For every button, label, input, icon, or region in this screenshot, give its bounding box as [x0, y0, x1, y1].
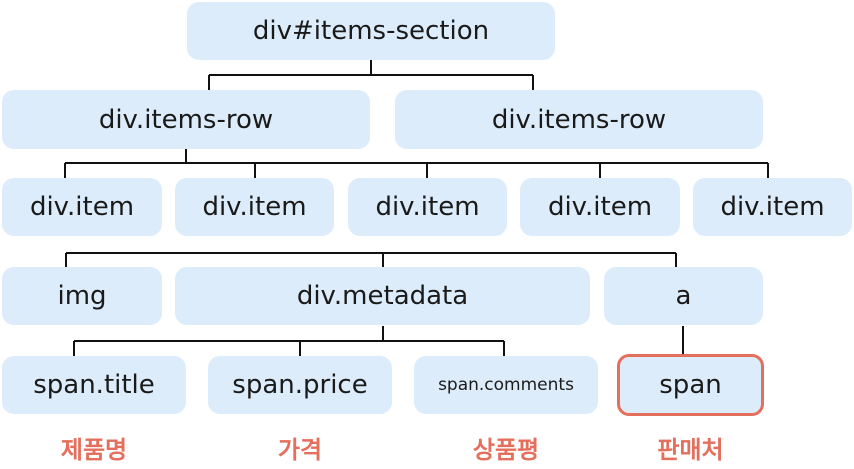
caption-title: 제품명	[60, 436, 128, 464]
node-span-title: span.title	[2, 356, 186, 414]
node-span-highlighted: span	[617, 354, 764, 416]
node-img: img	[2, 267, 162, 325]
node-items-section: div#items-section	[187, 2, 555, 60]
node-span-price: span.price	[208, 356, 392, 414]
node-item-2: div.item	[175, 178, 334, 236]
caption-seller: 판매처	[657, 436, 724, 464]
node-items-row-2: div.items-row	[395, 90, 763, 149]
node-item-5: div.item	[693, 178, 852, 236]
caption-comments: 상품평	[472, 436, 540, 464]
connector-row-items	[64, 149, 769, 178]
node-item-1: div.item	[2, 178, 162, 236]
node-item-3: div.item	[348, 178, 507, 236]
node-metadata: div.metadata	[175, 267, 590, 325]
caption-price: 가격	[277, 436, 323, 464]
node-items-row-1: div.items-row	[2, 90, 370, 149]
node-a: a	[604, 267, 763, 325]
connector-metadata-spans	[73, 326, 505, 356]
connector-root-rows	[208, 60, 534, 90]
node-span-comments: span.comments	[414, 356, 598, 414]
connector-item-children	[65, 252, 677, 267]
node-item-4: div.item	[520, 178, 680, 236]
